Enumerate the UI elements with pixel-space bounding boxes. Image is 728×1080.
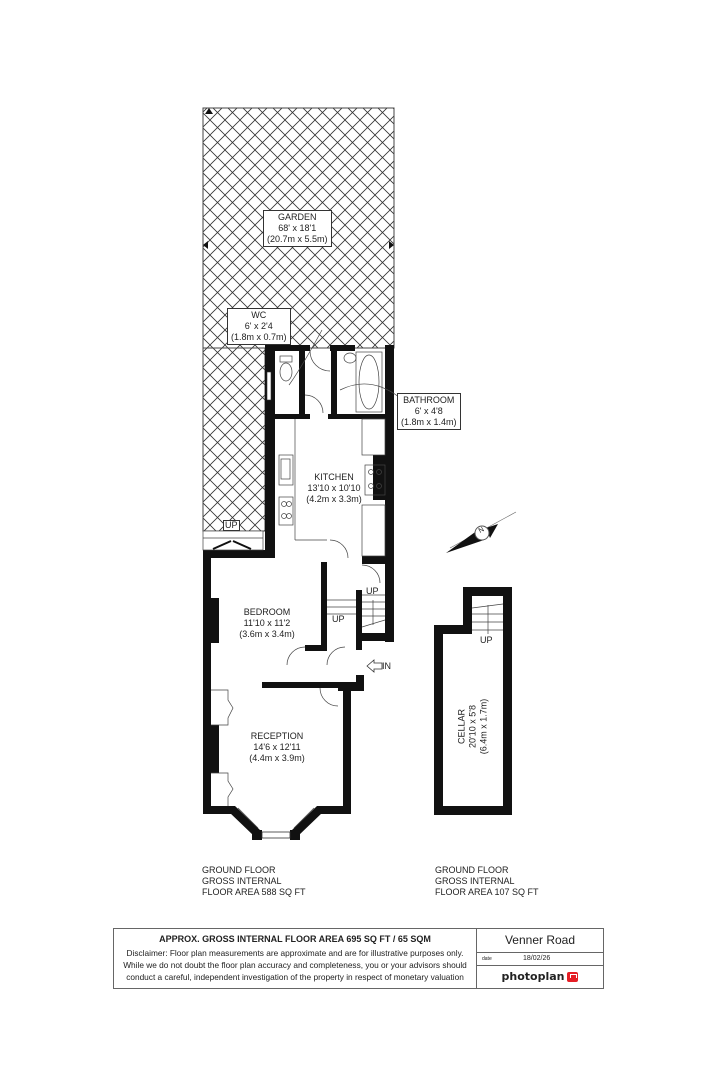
fixtures [202,329,400,829]
cellar-stairs [471,603,504,634]
reception-label: RECEPTION 14'6 x 12'11 (4.4m x 3.9m) [249,731,305,763]
plan-footer: APPROX. GROSS INTERNAL FLOOR AREA 695 SQ… [113,928,604,989]
up-marker-stairs-left: UP [332,614,345,624]
garden-label: GARDEN 68' x 18'1 (20.7m x 5.5m) [263,210,332,247]
property-address: Venner Road [477,929,603,953]
date-row: date 18/02/26 [477,953,603,966]
disclaimer-text: Disclaimer: Floor plan measurements are … [123,948,467,982]
bedroom-label: BEDROOM 11'10 x 11'2 (3.6m x 3.4m) [239,607,295,639]
bathroom-label: BATHROOM 6' x 4'8 (1.8m x 1.4m) [397,393,461,430]
cellar-label: CELLAR 20'10 x 5'8 (6.4m x 1.7m) [456,698,489,755]
up-marker-cellar: UP [480,635,493,645]
ground-floor-area-note: GROUND FLOOR GROSS INTERNAL FLOOR AREA 5… [202,865,306,897]
compass-icon [446,511,517,553]
up-marker-stairs-right: UP [366,586,379,596]
date-label: date [482,956,492,962]
cellar-walls [434,587,512,815]
disclaimer-panel: APPROX. GROSS INTERNAL FLOOR AREA 695 SQ… [114,929,477,988]
info-panel: Venner Road date 18/02/26 photoplan [477,929,603,988]
wc-label: WC 6' x 2'4 (1.8m x 0.7m) [227,308,291,345]
date-value: 18/02/26 [523,955,551,962]
cellar-area-note: GROUND FLOOR GROSS INTERNAL FLOOR AREA 1… [435,865,539,897]
up-marker-garden: UP [223,520,240,531]
total-floor-area: APPROX. GROSS INTERNAL FLOOR AREA 695 SQ… [159,934,431,944]
photoplan-logo-icon [567,972,579,982]
ground-floor-walls [203,345,394,840]
entrance-arrow-icon [366,659,383,673]
entrance-label: IN [382,661,391,671]
photoplan-logo: photoplan [477,966,603,988]
kitchen-label: KITCHEN 13'10 x 10'10 (4.2m x 3.3m) [306,472,362,504]
